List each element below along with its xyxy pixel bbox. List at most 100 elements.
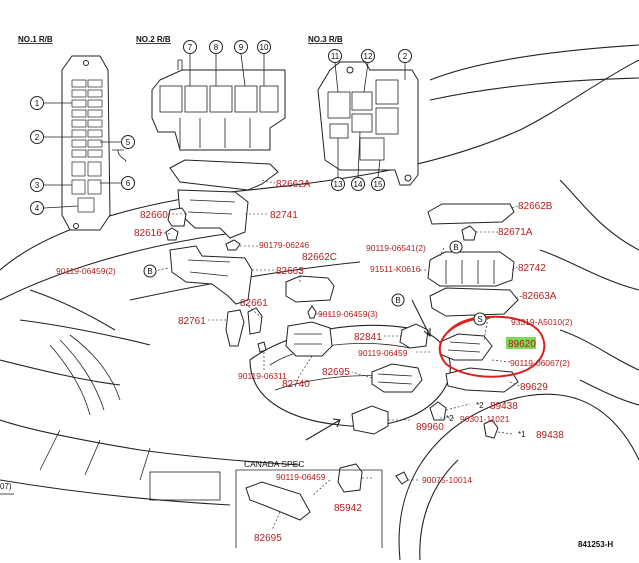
mark-b-left: B <box>143 264 157 278</box>
connector-82660 <box>167 207 187 227</box>
page-ref: 07) <box>0 482 12 491</box>
callout-15-label: 15 <box>374 180 383 189</box>
label-89620: 89620 <box>508 339 536 350</box>
label-82761: 82761 <box>178 316 206 327</box>
label-90119-06067-2: 90119-06067(2) <box>510 358 570 368</box>
mark-b-right-label: B <box>453 243 458 252</box>
callout-13-label: 13 <box>334 180 343 189</box>
mark-star2: *2 <box>476 401 484 410</box>
ecu-89620 <box>439 333 493 361</box>
diagram-number: 841253-H <box>578 540 613 549</box>
label-90075-10014: 90075-10014 <box>422 475 472 485</box>
relay-block-cover-82662A <box>169 159 279 191</box>
relay-block-2 <box>151 59 286 151</box>
callout-10-label: 10 <box>260 43 269 52</box>
part-labels: 82662A 82660 82741 82616 90179-06246 901… <box>56 179 573 544</box>
label-89438-a: 89438 <box>490 401 518 412</box>
callout-8-label: 8 <box>214 43 219 52</box>
callout-6-label: 6 <box>126 179 131 188</box>
callout-1-label: 1 <box>35 99 40 108</box>
label-82695: 82695 <box>322 367 350 378</box>
label-90119-06459-2: 90119-06459(2) <box>56 266 116 276</box>
cover-82662C <box>285 275 335 303</box>
label-89629: 89629 <box>520 382 548 393</box>
label-90119-06459-3: 90119-06459(3) <box>318 309 378 319</box>
sensor-89438b <box>483 419 499 439</box>
mark-s: S <box>473 312 487 326</box>
callout-10: 10 <box>257 40 271 86</box>
clip-82616 <box>165 227 179 241</box>
callout-3-label: 3 <box>35 181 40 190</box>
mark-s-label: S <box>477 315 482 324</box>
bolt-90119-06459-3 <box>307 305 317 319</box>
label-89960: 89960 <box>416 422 444 433</box>
cover-82662B <box>427 203 515 225</box>
relay-82841 <box>399 323 429 349</box>
mark-star1: *1 <box>518 430 526 439</box>
callout-3: 3 <box>30 178 72 192</box>
block-82742 <box>427 251 515 287</box>
callout-11-label: 11 <box>331 52 340 61</box>
bracket-82741 <box>177 189 249 239</box>
callout-9: 9 <box>234 40 248 87</box>
mark-b-mid: B <box>391 293 405 307</box>
bracket-85942 <box>337 463 363 493</box>
bracket-82663A <box>429 287 519 317</box>
callout-2b-label: 2 <box>403 52 408 61</box>
relay-block-1 <box>61 55 127 231</box>
leader-lines <box>149 179 523 531</box>
callout-11: 11 <box>328 49 342 93</box>
callout-14: 14 <box>351 131 365 191</box>
bolt-90075-10014 <box>395 471 409 485</box>
label-90119-06459: 90119-06459 <box>358 348 408 358</box>
sensor-89438a <box>429 401 447 421</box>
clip-82671A <box>461 225 477 241</box>
label-90119-06541-2: 90119-06541(2) <box>366 243 426 253</box>
label-82740: 82740 <box>282 379 310 390</box>
label-82616: 82616 <box>134 228 162 239</box>
callout-12: 12 <box>361 49 375 93</box>
bracket-82661 <box>247 307 263 335</box>
label-82661: 82661 <box>240 298 268 309</box>
label-82662B: 82662B <box>518 201 553 212</box>
label-82660: 82660 <box>140 210 168 221</box>
callout-2: 2 <box>30 130 72 144</box>
bolt-90179-06246 <box>225 239 241 251</box>
bracket-82663 <box>169 245 253 305</box>
callout-12-label: 12 <box>364 52 373 61</box>
mark-star2b: *2 <box>446 414 454 423</box>
callout-2b: 2 <box>398 49 412 80</box>
sensor-89960 <box>351 405 389 435</box>
callout-5-label: 5 <box>126 138 131 147</box>
bracket-89629 <box>445 367 519 393</box>
bolt-90119-06311 <box>257 341 267 353</box>
module-82695 <box>371 363 423 393</box>
label-91511-K0616: 91511-K0616 <box>370 264 421 274</box>
label-90179-06246: 90179-06246 <box>259 240 309 250</box>
callout-4-label: 4 <box>35 204 40 213</box>
callout-5: 5 <box>100 135 135 149</box>
label-82841: 82841 <box>354 332 382 343</box>
reference-marks: B B B S *2 *2 *1 <box>143 240 526 439</box>
relay-block-3-title: NO.3 R/B <box>308 35 343 44</box>
label-90119-06459-canada: 90119-06459 <box>276 472 326 482</box>
label-85942: 85942 <box>334 503 362 514</box>
label-82742: 82742 <box>518 263 546 274</box>
canada-spec-box: CANADA SPEC <box>235 459 383 548</box>
relay-block-1-title: NO.1 R/B <box>18 35 53 44</box>
callout-14-label: 14 <box>354 180 363 189</box>
callout-circles: 1 2 3 4 5 6 7 8 9 10 11 12 2 13 14 15 <box>30 40 412 215</box>
highlight-circle <box>438 315 546 378</box>
label-82741: 82741 <box>270 210 298 221</box>
bracket-82761 <box>225 309 245 347</box>
bracket-82695-canada <box>245 481 311 521</box>
callout-9-label: 9 <box>239 43 244 52</box>
label-90119-06311: 90119-06311 <box>238 371 287 381</box>
label-82663: 82663 <box>276 266 304 277</box>
label-82671A: 82671A <box>498 227 533 238</box>
callout-7: 7 <box>183 40 197 86</box>
mark-b-left-label: B <box>147 267 152 276</box>
relay-block-3 <box>317 61 419 186</box>
